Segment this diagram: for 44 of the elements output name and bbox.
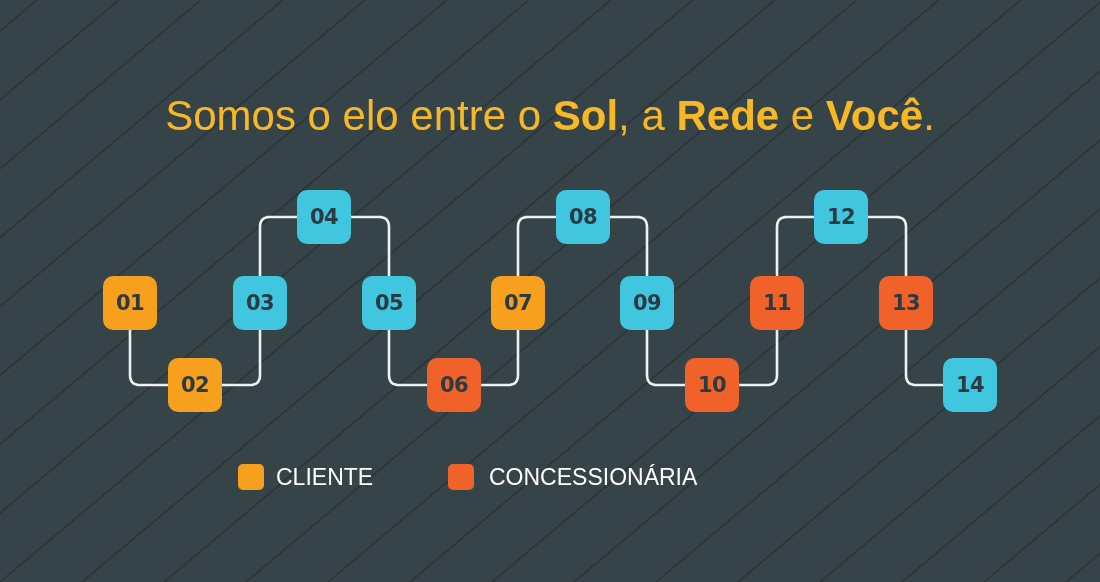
step-box bbox=[427, 358, 481, 412]
step-number: 14 bbox=[955, 373, 985, 397]
connector-line bbox=[128, 330, 168, 387]
connector-line bbox=[516, 215, 556, 276]
step-number: 07 bbox=[503, 291, 533, 315]
connector-line bbox=[904, 330, 943, 387]
step-box bbox=[491, 276, 545, 330]
step-box bbox=[556, 190, 610, 244]
step-box bbox=[362, 276, 416, 330]
connector-line bbox=[739, 330, 779, 387]
step-box bbox=[233, 276, 287, 330]
step-number: 11 bbox=[762, 291, 792, 315]
step-box bbox=[297, 190, 351, 244]
connector-line bbox=[258, 215, 297, 276]
step-box bbox=[168, 358, 222, 412]
step-box bbox=[750, 276, 804, 330]
step-number: 09 bbox=[632, 291, 662, 315]
step-box bbox=[943, 358, 997, 412]
step-box bbox=[814, 190, 868, 244]
title: Somos o elo entre o Sol, a Rede e Você. bbox=[165, 91, 935, 141]
connector-line bbox=[481, 330, 520, 387]
step-number: 06 bbox=[439, 373, 469, 397]
step-number: 01 bbox=[115, 291, 145, 315]
connector-line bbox=[222, 330, 262, 387]
step-number: 03 bbox=[245, 291, 275, 315]
connector-line bbox=[868, 215, 908, 276]
connector-line bbox=[610, 215, 649, 276]
step-box bbox=[103, 276, 157, 330]
step-number: 04 bbox=[309, 205, 339, 229]
legend-label: CLIENTE bbox=[276, 463, 374, 491]
step-number: 08 bbox=[568, 205, 598, 229]
step-number: 13 bbox=[891, 291, 921, 315]
step-box bbox=[620, 276, 674, 330]
connector-line bbox=[387, 330, 427, 387]
step-box bbox=[685, 358, 739, 412]
connector-line bbox=[775, 215, 814, 276]
connector-line bbox=[351, 215, 391, 276]
step-number: 10 bbox=[697, 373, 727, 397]
legend-label: CONCESSIONÁRIA bbox=[489, 463, 698, 491]
step-number: 05 bbox=[374, 291, 404, 315]
step-number: 02 bbox=[180, 373, 210, 397]
connector-line bbox=[645, 330, 685, 387]
step-number: 12 bbox=[826, 205, 856, 229]
step-box bbox=[879, 276, 933, 330]
